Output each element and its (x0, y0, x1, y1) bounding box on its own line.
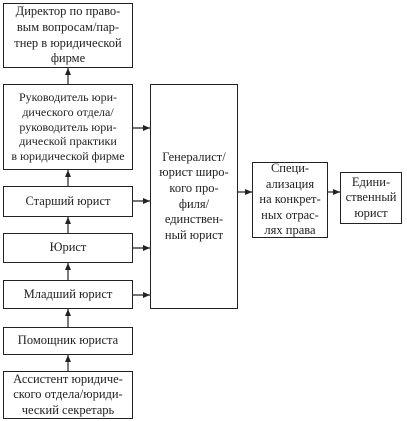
box-paralegal: Помощник юриста (3, 327, 133, 355)
box-director: Директор по право- вым вопросам/пар- тне… (3, 3, 133, 68)
box-specialization: Специ- ализация на конкрет- ных отрас- л… (252, 161, 328, 238)
box-senior-lawyer: Старший юрист (3, 186, 133, 217)
box-generalist: Генералист/ юрист широ- кого про- филя/ … (150, 84, 238, 309)
box-lawyer: Юрист (3, 233, 133, 263)
box-head-of-legal: Руководитель юри- дического отдела/ руко… (3, 84, 133, 170)
box-legal-secretary: Ассистент юридиче- ского отдела/юриди- ч… (3, 371, 133, 419)
box-junior-lawyer: Младший юрист (3, 280, 133, 309)
box-sole-lawyer: Едини- ственный юрист (340, 172, 402, 224)
